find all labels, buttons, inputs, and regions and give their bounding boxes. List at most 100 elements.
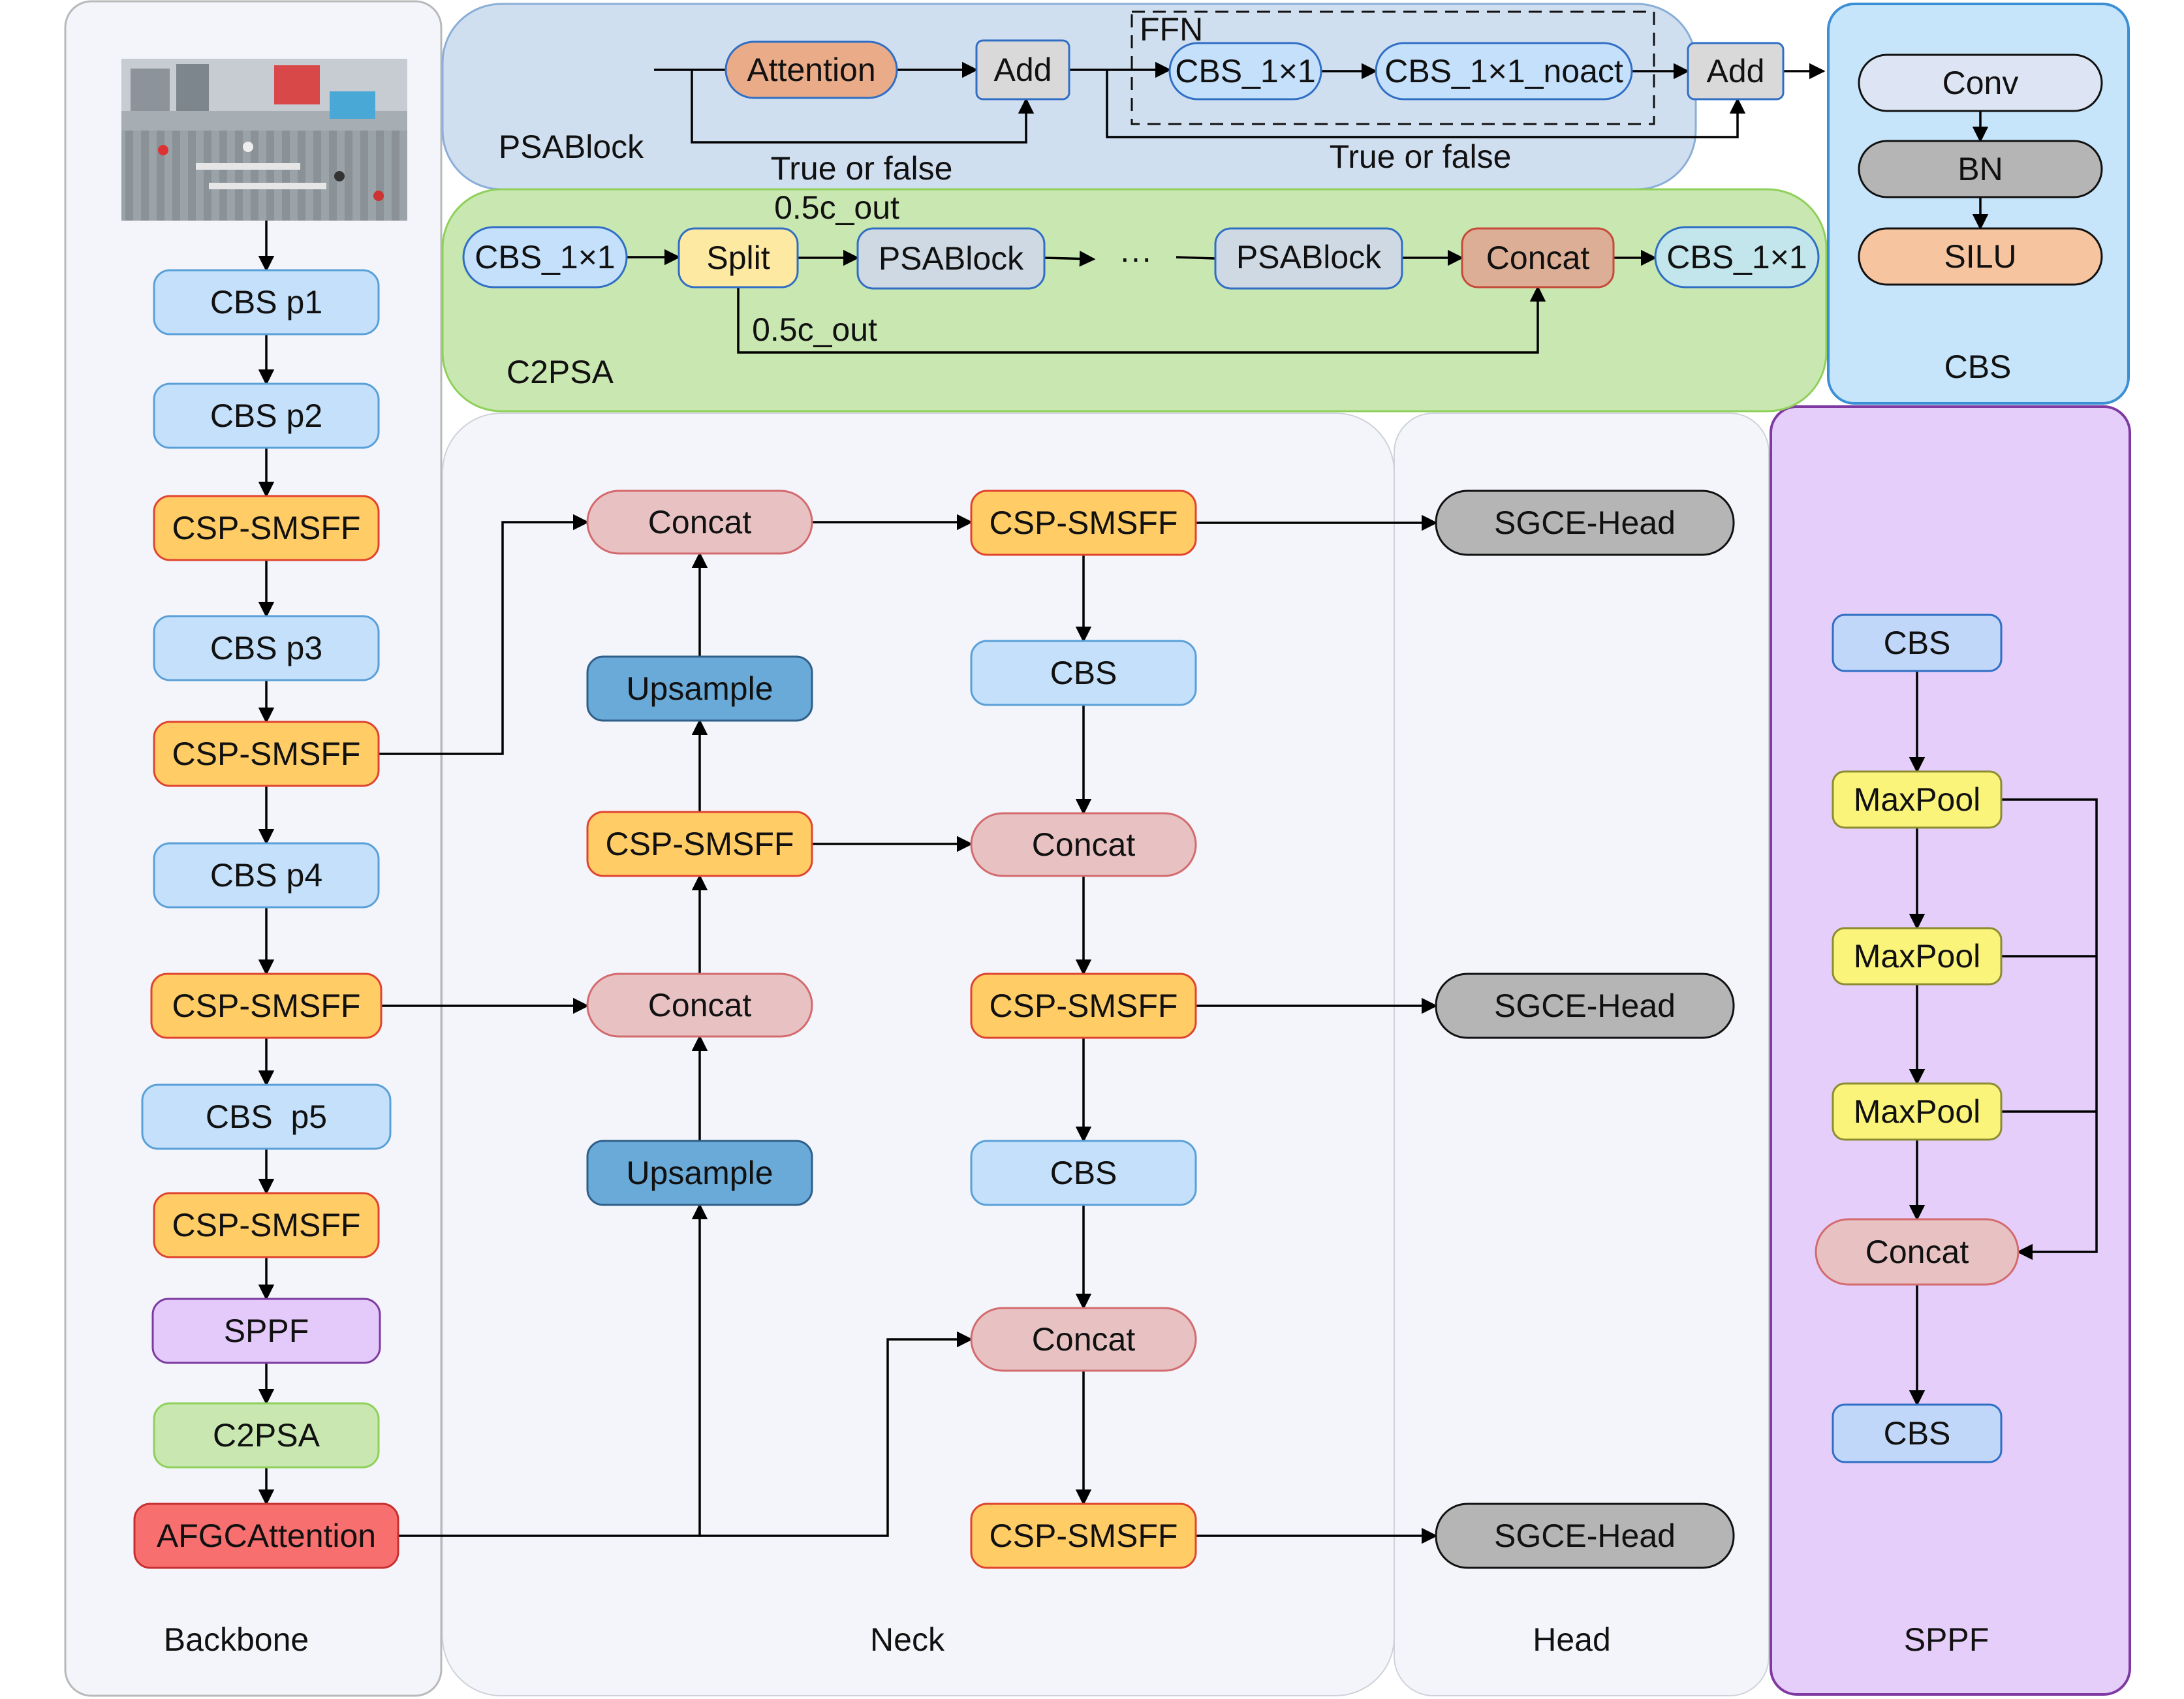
cbs-p3-block: CBS p3 [153, 615, 380, 681]
csp-smsff-block-4: CSP-SMSFF [153, 1192, 380, 1258]
neck-concat-top: Concat [586, 490, 813, 555]
psa-ffn-cbs-1x1-noact: CBS_1×1_noact [1375, 42, 1633, 101]
svg-text:SGCE-Head: SGCE-Head [1494, 1518, 1676, 1554]
neck-panel: Neck [442, 413, 1395, 1696]
afgc-to-concat-right-arrow [700, 1331, 973, 1537]
c2psa-panel: C2PSA [441, 188, 1828, 413]
svg-text:CBS_1×1: CBS_1×1 [1175, 53, 1315, 89]
sppf-panel: SPPF [1770, 405, 2131, 1696]
svg-text:CBS p2: CBS p2 [210, 397, 322, 434]
sppf-block: SPPF [151, 1298, 381, 1364]
neck-upsample-top: Upsample [586, 655, 813, 722]
neck-concat-right-2: Concat [970, 1307, 1197, 1372]
svg-text:Add: Add [1707, 53, 1765, 89]
backbone-title: Backbone [164, 1621, 309, 1658]
neck-csp-smsff-left: CSP-SMSFF [586, 811, 813, 877]
svg-text:CBS: CBS [1884, 1415, 1951, 1452]
svg-text:CBS: CBS [1884, 625, 1951, 661]
sppf-maxpool-2: MaxPool [1832, 927, 2003, 986]
psa-ffn-group: FFN [1131, 10, 1655, 125]
svg-text:CBS_1×1_noact: CBS_1×1_noact [1384, 53, 1623, 89]
connectors [258, 61, 2098, 1544]
svg-text:PSABlock: PSABlock [1236, 239, 1382, 275]
cbs-conv-block: Conv [1858, 54, 2103, 112]
cbs-p1-block: CBS p1 [153, 269, 380, 335]
neck-concat-middle: Concat [586, 973, 813, 1038]
svg-text:Upsample: Upsample [626, 1155, 773, 1191]
head-panel: Head [1394, 413, 1770, 1696]
svg-text:CSP-SMSFF: CSP-SMSFF [990, 505, 1178, 541]
svg-text:CSP-SMSFF: CSP-SMSFF [990, 988, 1178, 1024]
psa-ffn-cbs-1x1: CBS_1×1 [1168, 42, 1322, 101]
sppf-cbs-in: CBS [1832, 614, 2003, 672]
c2psa-block: C2PSA [153, 1402, 380, 1469]
svg-text:CBS: CBS [1050, 1155, 1117, 1191]
sgce-head-3: SGCE-Head [1435, 1503, 1735, 1569]
cbs-silu-block: SILU [1858, 227, 2103, 286]
psa-skip-label-2: True or false [1330, 138, 1512, 175]
c2psa-split-top-label: 0.5c_out [774, 189, 899, 226]
psa-add-block-2: Add [1687, 42, 1785, 101]
svg-text:CSP-SMSFF: CSP-SMSFF [172, 736, 361, 772]
svg-text:Concat: Concat [648, 504, 752, 540]
csp-smsff-block-1: CSP-SMSFF [153, 495, 380, 561]
svg-text:CBS: CBS [1050, 655, 1117, 691]
cbs-p5-block: CBS p5 [141, 1083, 392, 1150]
svg-text:SPPF: SPPF [224, 1313, 309, 1349]
svg-text:CBS p3: CBS p3 [210, 630, 322, 666]
svg-text:Upsample: Upsample [626, 670, 773, 707]
svg-text:Split: Split [706, 240, 770, 276]
neck-concat-right-1: Concat [970, 812, 1197, 877]
p3-to-neck-concat-arrow [379, 514, 589, 755]
c2psa-cbs-in: CBS_1×1 [462, 226, 628, 288]
svg-text:BN: BN [1958, 151, 2003, 187]
svg-text:CSP-SMSFF: CSP-SMSFF [606, 826, 794, 862]
psa-skip-arrow-2 [1106, 70, 1746, 138]
neck-upsample-bottom: Upsample [586, 1140, 813, 1206]
neck-title: Neck [870, 1621, 945, 1658]
csp-smsff-block-3: CSP-SMSFF [150, 973, 382, 1039]
sppf-bypass-arrow [2001, 798, 2098, 1260]
svg-text:Add: Add [994, 52, 1052, 88]
svg-text:MaxPool: MaxPool [1854, 938, 1981, 974]
psa-skip-label-1: True or false [771, 150, 953, 187]
svg-text:PSABlock: PSABlock [879, 240, 1024, 277]
sppf-title: SPPF [1904, 1621, 1989, 1658]
svg-text:C2PSA: C2PSA [213, 1417, 320, 1454]
neck-cbs-down-1: CBS [970, 640, 1197, 706]
sgce-head-1: SGCE-Head [1435, 490, 1735, 556]
c2psa-split-concat-arrow [737, 285, 1546, 354]
cbs-p4-block: CBS p4 [153, 842, 380, 909]
svg-text:Concat: Concat [1032, 1321, 1136, 1358]
svg-text:CBS_1×1: CBS_1×1 [1666, 239, 1807, 275]
c2psa-title: C2PSA [507, 354, 614, 390]
neck-cbs-down-2: CBS [970, 1140, 1197, 1206]
svg-text:Concat: Concat [1865, 1234, 1969, 1270]
svg-text:MaxPool: MaxPool [1854, 1093, 1981, 1130]
sppf-concat: Concat [1815, 1218, 2020, 1286]
neck-csp-smsff-p5-out: CSP-SMSFF [970, 1503, 1197, 1569]
c2psa-ellipsis: ··· [1119, 240, 1152, 276]
svg-text:CSP-SMSFF: CSP-SMSFF [172, 988, 361, 1024]
traffic-photo [121, 59, 407, 221]
psa-skip-arrow-1 [691, 70, 1035, 144]
sppf-maxpool-1: MaxPool [1832, 770, 2003, 829]
cbs-p2-block: CBS p2 [153, 382, 380, 449]
c2psa-psablock-1: PSABlock [856, 227, 1046, 290]
afgcattention-block: AFGCAttention [133, 1503, 399, 1569]
psablock-title: PSABlock [499, 129, 644, 165]
head-title: Head [1533, 1621, 1611, 1658]
neck-csp-smsff-p4-out: CSP-SMSFF [970, 973, 1197, 1039]
psa-attention-block: Attention [725, 40, 898, 99]
svg-text:SILU: SILU [1944, 238, 2016, 275]
svg-text:SGCE-Head: SGCE-Head [1494, 505, 1676, 541]
svg-text:AFGCAttention: AFGCAttention [157, 1518, 376, 1554]
sppf-cbs-out: CBS [1832, 1403, 2003, 1463]
svg-text:Concat: Concat [1032, 826, 1136, 863]
cbs-detail-title: CBS [1944, 349, 2012, 385]
svg-text:Attention: Attention [747, 52, 875, 88]
c2psa-split-bottom-label: 0.5c_out [752, 311, 877, 348]
psa-add-block-1: Add [975, 39, 1070, 101]
svg-text:Conv: Conv [1942, 65, 2019, 101]
